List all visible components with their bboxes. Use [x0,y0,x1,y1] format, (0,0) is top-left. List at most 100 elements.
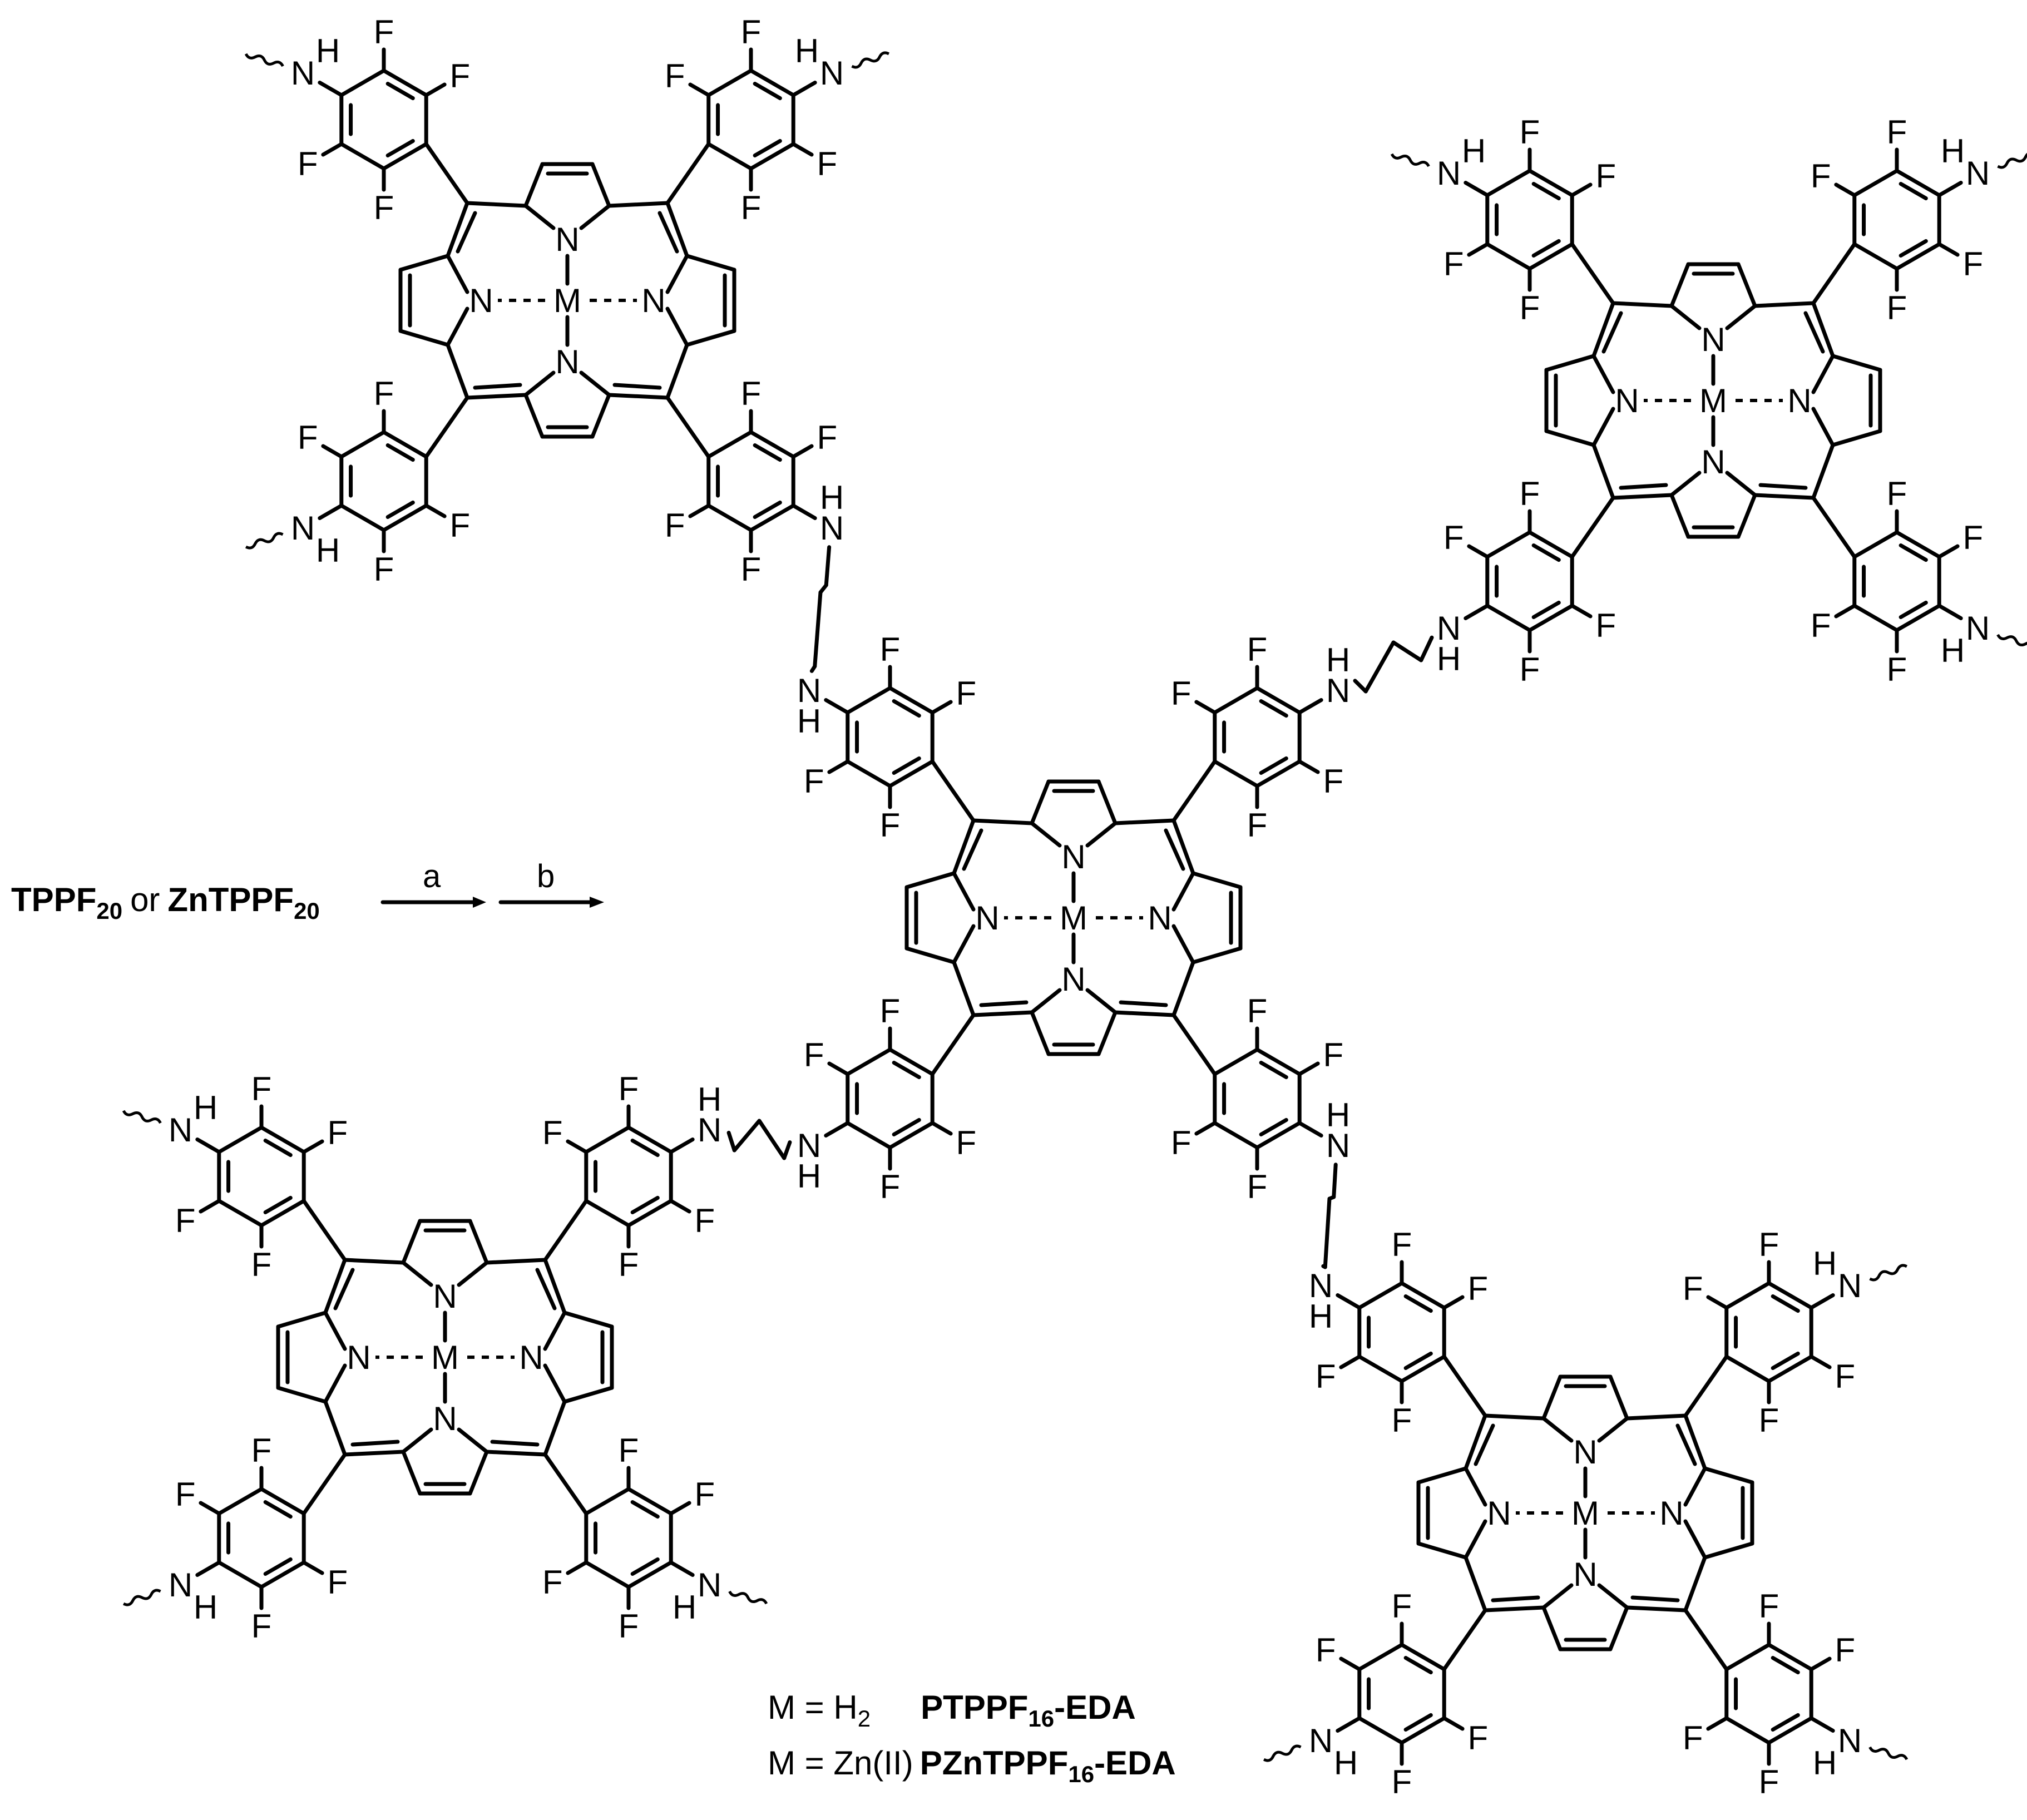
fluorine: F [1963,519,1984,556]
fluorine: F [804,763,824,800]
pyrrole-bond [468,1450,489,1496]
pyrrole-bond [323,1310,347,1351]
amine-terminus: NH [795,32,890,92]
aryl-ring-bond [1357,1643,1404,1671]
pyrrole-bond [590,162,611,208]
fluorine: F [374,13,394,51]
metal-center: M [1571,1495,1599,1532]
meso-bond [484,1450,547,1457]
c-f-bond [1339,1656,1362,1671]
pyrrole-nitrogen: N [1659,1495,1683,1532]
legend-h2-subscript: 2 [858,1705,871,1732]
aryl-ring-bond [1852,604,1899,632]
aryl-ring-bond [584,1125,631,1154]
pyrrole-bond [398,329,450,347]
c-f-bond [199,1501,221,1516]
aryl-bond [1570,242,1615,305]
pyrrole-bond [276,1310,328,1329]
meso-bond [446,201,469,258]
linker-bond [1321,1264,1327,1269]
fluorine: F [1468,1270,1489,1307]
fluorine: F [1835,1631,1856,1669]
aryl-ring-bond [339,68,386,97]
amine-hydrogen: H [1334,1744,1358,1782]
meso-double-bond [1675,1423,1697,1466]
meso-bond [952,960,976,1017]
aryl-ring-bond [846,1047,892,1076]
fluorine: F [374,189,394,226]
product-ptppf16-suffix: -EDA [1054,1689,1136,1726]
aryl-ring-bond [846,1121,892,1150]
aryl-ring-bond [259,1199,306,1228]
reactant-conjunction: or [130,881,160,918]
aryl-bond [301,1199,347,1262]
aryl-bond [1442,1608,1487,1671]
c-n-bond [1937,604,1963,620]
aryl-bond [1570,496,1615,559]
fluorine: F [741,375,762,412]
linker-hydrogen: H [820,479,844,516]
polymer-continuation [1390,153,1430,167]
c-f-bond [688,503,711,518]
fluorine: F [251,1432,272,1469]
amine-hydrogen: H [1941,132,1965,170]
aryl-ring-double-bond [263,1195,293,1215]
pyrrole-bond [1831,354,1882,372]
fluorine: F [1247,631,1268,668]
aryl-bond [543,1199,589,1262]
linker-bond [1419,635,1434,662]
aryl-ring-bond [888,1047,935,1076]
pyrrole-bond [1703,1466,1754,1485]
aryl-bond [424,142,469,205]
meso-bond [665,201,689,258]
aryl-ring-double-bond [892,699,921,718]
meso-double-bond [1601,311,1623,354]
c-n-bond [824,1121,850,1138]
aryl-ring-bond [1724,1643,1771,1671]
c-f-bond [424,82,447,97]
pyrrole-bond [446,306,469,347]
aryl-bond [1171,759,1217,823]
aryl-ring-bond [1213,759,1259,788]
pyrrole-bond [1544,429,1596,447]
meso-double-bond [1164,828,1185,871]
fluorine: F [328,1114,348,1151]
aryl-ring-bond [217,1125,264,1154]
fluorine: F [1443,245,1464,283]
meso-bond [343,1258,406,1265]
aryl-ring-bond [626,1125,673,1154]
aryl-ring-double-bond [630,1557,660,1576]
aryl-bond [301,1452,347,1516]
pyrrole-nitrogen: N [1701,321,1725,358]
polymer-continuation [122,1589,161,1606]
c-f-bond [566,1560,589,1575]
aryl-bond [1683,1608,1729,1671]
fluorine: F [741,13,762,51]
aryl-ring-bond [1895,169,1941,197]
amine-hydrogen: H [316,532,340,569]
aryl-ring-bond [626,1199,673,1228]
aryl-ring-bond [846,686,892,715]
c-n-bond [1937,181,1963,197]
c-f-bond [1194,1121,1217,1136]
linker-hydrogen: H [797,703,821,740]
amine-hydrogen: H [1813,1245,1837,1282]
linker-bond [809,664,817,673]
pyrrole-bond [1096,1010,1118,1056]
product-pzntppf16: PZnTPPF [920,1744,1069,1782]
fluorine: F [619,1246,639,1283]
pyrrole-nitrogen: N [1487,1495,1511,1532]
linker-hydrogen: H [1326,641,1350,679]
c-f-bond [321,444,344,459]
polymer-continuation [245,532,284,550]
aryl-ring-double-bond [385,81,415,101]
aryl-bond [424,395,469,459]
meso-double-bond [962,828,983,871]
aryl-ring-bond [339,503,386,532]
fluorine: F [619,1432,639,1469]
aryl-ring-double-bond [892,756,921,775]
fluorine: F [1443,519,1464,556]
